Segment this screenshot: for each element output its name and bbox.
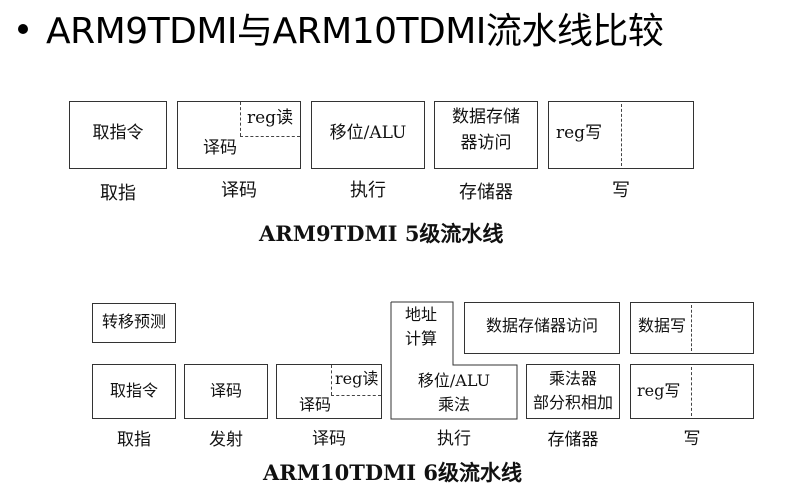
arm9-reg-write-label: reg写 <box>556 123 603 143</box>
arm10-branch-predict-label: 转移预测 <box>101 312 166 331</box>
arm10-issue-box <box>184 364 268 419</box>
arm10-fetch-box <box>92 364 176 419</box>
arm10-data-write-label: 数据写 <box>638 316 687 335</box>
arm10-decode-box <box>276 364 382 419</box>
arm10-mem-access-label: 数据存储器访问 <box>485 316 598 335</box>
slide-title-text: ARM9TDMI与ARM10TDMI流水线比较 <box>46 11 664 52</box>
arm10-mul-label-2: 部分积相加 <box>532 393 613 412</box>
arm9-decode-divider-h <box>240 136 300 137</box>
arm9-exec-label: 移位/ALU <box>329 123 407 143</box>
arm9-reg-read-label: reg读 <box>247 108 294 128</box>
arm10-branch-predict-box <box>92 303 176 343</box>
arm10-decode-divider <box>331 365 332 395</box>
arm10-exec-label-2: 乘法 <box>437 395 470 414</box>
arm9-write-divider <box>621 104 622 166</box>
bullet-icon <box>18 24 28 34</box>
arm9-stage-mem: 存储器 <box>459 182 513 203</box>
arm10-stage-exec: 执行 <box>437 429 471 449</box>
arm10-decode-divider-h <box>331 395 381 396</box>
arm10-write-divider <box>691 367 692 416</box>
arm9-mem-box <box>434 101 538 169</box>
arm10-stage-write: 写 <box>683 429 701 449</box>
arm9-stage-decode: 译码 <box>221 180 257 201</box>
arm10-reg-read-label: reg读 <box>335 369 379 388</box>
arm10-addr-label-1: 地址 <box>405 305 438 324</box>
arm10-fetch-label: 取指令 <box>109 381 158 400</box>
arm9-fetch-box <box>69 101 167 169</box>
arm10-stage-decode: 译码 <box>312 429 346 449</box>
arm9-decode-divider <box>240 102 241 136</box>
arm10-mul-label-1: 乘法器 <box>548 369 597 388</box>
arm9-stage-write: 写 <box>612 180 630 201</box>
arm10-stage-fetch: 取指 <box>117 430 151 450</box>
arm10-addr-label-2: 计算 <box>405 329 438 348</box>
arm10-data-write-divider <box>691 305 692 351</box>
arm10-write-box <box>630 364 754 419</box>
arm10-issue-label: 译码 <box>209 381 242 400</box>
arm10-mul-box <box>526 364 620 419</box>
arm10-exec-label-1: 移位/ALU <box>417 371 491 390</box>
arm10-mem-access-box <box>464 302 620 354</box>
arm9-mem-label-2: 器访问 <box>460 133 512 153</box>
arm10-data-write-box <box>630 302 754 354</box>
arm9-caption: ARM9TDMI 5级流水线 <box>259 221 504 246</box>
arm10-reg-write-label: reg写 <box>637 381 681 400</box>
arm10-stage-mem: 存储器 <box>547 430 599 450</box>
arm9-stage-exec: 执行 <box>350 180 386 201</box>
arm10-stage-issue: 发射 <box>209 430 243 450</box>
arm10-caption: ARM10TDMI 6级流水线 <box>263 460 523 485</box>
arm9-fetch-label: 取指令 <box>92 123 144 143</box>
arm9-mem-label-1: 数据存储 <box>452 107 520 127</box>
arm9-exec-box <box>311 101 425 169</box>
arm9-stage-fetch: 取指 <box>100 183 136 204</box>
arm9-decode-label: 译码 <box>203 138 237 158</box>
slide-title: ARM9TDMI与ARM10TDMI流水线比较 <box>18 2 664 54</box>
arm9-decode-box <box>177 101 301 169</box>
arm10-decode-label: 译码 <box>299 395 332 414</box>
